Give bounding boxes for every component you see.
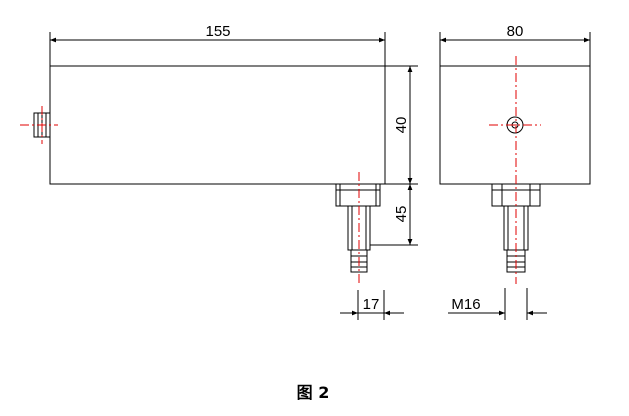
side-view — [439, 65, 591, 273]
dim-front-length-label: 155 — [205, 23, 230, 40]
front-centerlines — [20, 106, 360, 284]
dim-side-width — [439, 32, 591, 66]
figure-caption: 图 2 — [297, 383, 330, 402]
dim-fitting-length — [370, 184, 418, 246]
dim-thread-label: M16 — [451, 296, 480, 313]
dim-thread — [448, 288, 547, 320]
dim-fitting-length-label: 45 — [393, 206, 410, 223]
dim-body-height-label: 40 — [393, 117, 410, 134]
side-centerlines — [489, 56, 541, 284]
dim-wrench-size-label: 17 — [363, 296, 380, 313]
front-view — [33, 65, 386, 273]
dim-body-height — [385, 65, 418, 185]
front-fitting — [335, 183, 381, 273]
front-body — [49, 65, 386, 185]
dim-front-length — [49, 32, 386, 66]
dim-side-width-label: 80 — [507, 23, 524, 40]
dim-wrench-size — [340, 290, 404, 320]
